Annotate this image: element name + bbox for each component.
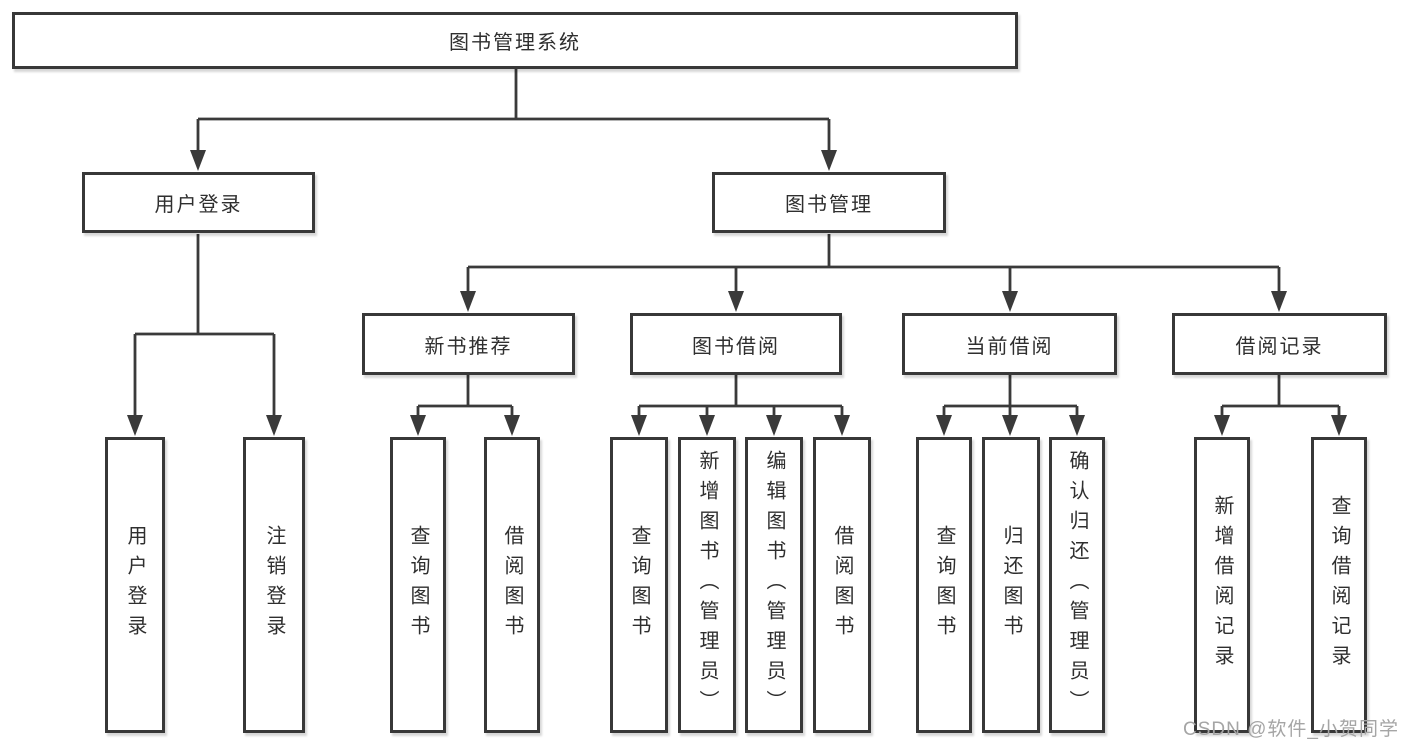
leaf-return-book-label: 归还图书 — [1000, 525, 1022, 645]
leaf-query-books-1-label: 查询图书 — [407, 525, 429, 645]
leaf-confirm-return-admin-label: 确认归还（管理员） — [1066, 450, 1088, 720]
node-book-borrow: 图书借阅 — [630, 313, 842, 375]
node-current-borrow: 当前借阅 — [902, 313, 1117, 375]
leaf-add-book-admin-label: 新增图书（管理员） — [696, 450, 718, 720]
leaf-query-borrow-record: 查询借阅记录 — [1311, 437, 1367, 733]
node-new-book-recommend-label: 新书推荐 — [424, 335, 513, 358]
node-borrow-records-label: 借阅记录 — [1235, 335, 1324, 358]
csdn-watermark: CSDN @软件_小贺同学 — [1183, 719, 1399, 740]
leaf-user-login-label: 用户登录 — [124, 525, 146, 645]
leaf-logout: 注销登录 — [243, 437, 305, 733]
leaf-query-borrow-record-label: 查询借阅记录 — [1328, 495, 1350, 675]
leaf-add-book-admin: 新增图书（管理员） — [678, 437, 736, 733]
node-borrow-records: 借阅记录 — [1172, 313, 1387, 375]
leaf-query-books-3: 查询图书 — [916, 437, 972, 733]
leaf-borrow-books-1: 借阅图书 — [484, 437, 540, 733]
leaf-edit-book-admin-label: 编辑图书（管理员） — [763, 450, 785, 720]
leaf-edit-book-admin: 编辑图书（管理员） — [745, 437, 803, 733]
node-new-book-recommend: 新书推荐 — [362, 313, 575, 375]
leaf-borrow-books-2-label: 借阅图书 — [831, 525, 853, 645]
node-root-label: 图书管理系统 — [449, 32, 581, 54]
leaf-logout-label: 注销登录 — [263, 525, 285, 645]
node-root: 图书管理系统 — [12, 12, 1018, 69]
node-book-management: 图书管理 — [712, 172, 946, 233]
leaf-borrow-books-2: 借阅图书 — [813, 437, 871, 733]
leaf-query-books-2-label: 查询图书 — [628, 525, 650, 645]
node-book-management-label: 图书管理 — [785, 194, 873, 216]
node-user-login: 用户登录 — [82, 172, 315, 233]
leaf-borrow-books-1-label: 借阅图书 — [501, 525, 523, 645]
leaf-user-login: 用户登录 — [105, 437, 165, 733]
leaf-add-borrow-record-label: 新增借阅记录 — [1211, 495, 1233, 675]
leaf-query-books-2: 查询图书 — [610, 437, 668, 733]
leaf-query-books-3-label: 查询图书 — [933, 525, 955, 645]
leaf-confirm-return-admin: 确认归还（管理员） — [1049, 437, 1105, 733]
leaf-add-borrow-record: 新增借阅记录 — [1194, 437, 1250, 733]
node-user-login-label: 用户登录 — [154, 194, 243, 216]
leaf-query-books-1: 查询图书 — [390, 437, 446, 733]
leaf-return-book: 归还图书 — [982, 437, 1040, 733]
node-book-borrow-label: 图书借阅 — [692, 335, 780, 358]
node-current-borrow-label: 当前借阅 — [965, 335, 1054, 358]
